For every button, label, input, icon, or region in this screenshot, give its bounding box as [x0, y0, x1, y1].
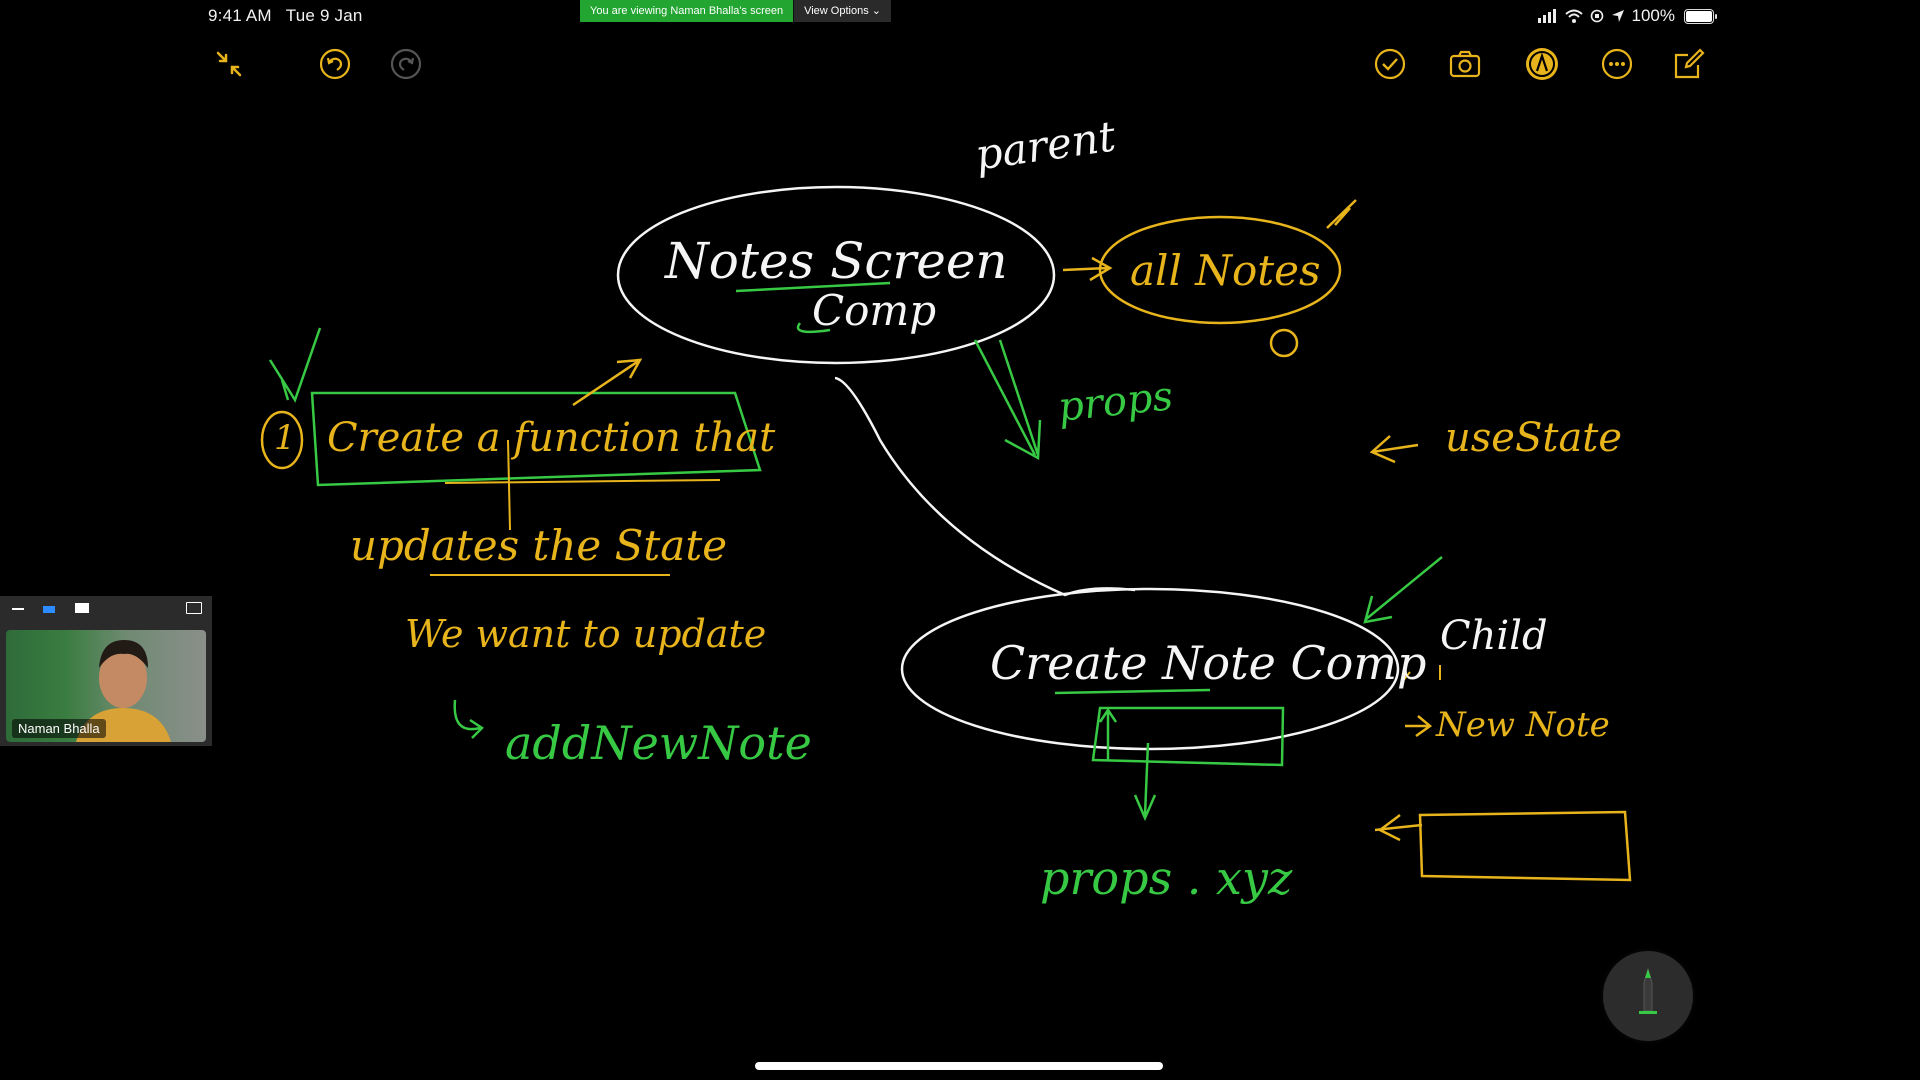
label-notes-screen: Notes Screen	[665, 232, 1008, 290]
notes-screen-ellipse	[616, 185, 1056, 365]
screen-share-banner: You are viewing Naman Bhalla's screen Vi…	[580, 0, 891, 22]
input-box	[1418, 810, 1632, 882]
label-child: Child	[1440, 613, 1548, 659]
location-icon	[1611, 10, 1624, 22]
label-new-note: New Note	[1436, 705, 1610, 745]
done-button[interactable]	[1370, 44, 1410, 84]
function-stem	[507, 439, 511, 531]
markup-button[interactable]	[1522, 44, 1562, 84]
fullscreen-icon[interactable]	[186, 602, 202, 614]
view-options-button[interactable]: View Options ⌄	[793, 0, 891, 22]
markup-pen-icon	[1526, 48, 1558, 80]
collapse-icon	[216, 51, 242, 77]
function-box-arrow	[572, 358, 643, 407]
create-note-ellipse	[900, 587, 1400, 751]
speaker-view-icon[interactable]	[43, 606, 55, 613]
status-bar-right: 100%	[1537, 6, 1717, 26]
label-all-notes: all Notes	[1130, 246, 1321, 295]
checkmark-icon	[1374, 48, 1406, 80]
camera-button[interactable]	[1445, 44, 1485, 84]
label-comp: Comp	[812, 286, 937, 335]
status-bar-left: 9:41 AM Tue 9 Jan	[208, 6, 363, 26]
arrow-to-all-notes	[1062, 256, 1113, 282]
signal-icon	[1537, 9, 1556, 23]
participant-name: Naman Bhalla	[12, 719, 106, 738]
gallery-view-icon[interactable]	[75, 603, 89, 613]
props-down-arrow	[1133, 742, 1157, 822]
collapse-button[interactable]	[209, 44, 249, 84]
tick-mark	[1326, 199, 1357, 229]
status-time: 9:41 AM	[208, 6, 272, 25]
add-hook-arrow	[453, 699, 484, 739]
usestate-arrow	[1369, 435, 1419, 464]
screen-lock-icon	[1590, 9, 1603, 23]
participant-video: Naman Bhalla	[6, 630, 206, 742]
undo-icon	[319, 48, 351, 80]
more-icon	[1601, 48, 1633, 80]
label-updates-state: updates the State	[350, 521, 728, 570]
create-note-underline	[1054, 688, 1211, 695]
camera-icon	[1449, 50, 1481, 78]
function-box	[310, 391, 762, 487]
video-panel[interactable]: Naman Bhalla	[0, 596, 212, 746]
minimize-icon[interactable]	[12, 608, 24, 610]
function-underline	[444, 479, 721, 484]
comp-underline	[735, 281, 891, 293]
new-note-arrow	[1405, 715, 1433, 738]
all-notes-ellipse	[1098, 215, 1342, 325]
battery-percent: 100%	[1631, 6, 1675, 25]
home-indicator[interactable]	[755, 1062, 1163, 1070]
label-props: props	[1055, 373, 1176, 431]
child-tick	[1401, 665, 1441, 683]
state-box	[1091, 706, 1285, 767]
step-check	[268, 327, 322, 403]
chevron-down-icon: ⌄	[871, 5, 881, 17]
participant-silhouette	[76, 640, 171, 742]
redo-icon	[390, 48, 422, 80]
label-create-note-comp: Create Note Comp	[990, 636, 1427, 690]
video-controls	[0, 596, 212, 618]
label-add-new-note: addNewNote	[505, 716, 812, 770]
compose-button[interactable]	[1669, 44, 1709, 84]
status-date: Tue 9 Jan	[285, 6, 363, 25]
label-create-function: Create a function that	[327, 415, 776, 461]
state-up-arrow	[1098, 707, 1118, 760]
step-circle	[260, 410, 304, 470]
child-arrow	[1363, 556, 1443, 624]
label-props-xyz: props . xyz	[1040, 851, 1293, 905]
pencil-tool-button[interactable]	[1603, 951, 1693, 1041]
more-button[interactable]	[1597, 44, 1637, 84]
label-step-number: 1	[274, 418, 296, 458]
undo-button[interactable]	[315, 44, 355, 84]
parent-child-link	[834, 376, 1136, 597]
comp-underline-2	[796, 322, 831, 334]
compose-icon	[1674, 48, 1705, 79]
props-arrow	[973, 339, 1042, 461]
view-options-label: View Options	[804, 5, 869, 17]
small-circle-mark	[1269, 328, 1299, 358]
battery-icon	[1684, 8, 1717, 24]
input-box-arrow	[1374, 814, 1423, 842]
label-use-state: useState	[1445, 415, 1623, 461]
label-we-want: We want to update	[405, 612, 767, 656]
wifi-icon	[1564, 9, 1583, 23]
share-banner-text: You are viewing Naman Bhalla's screen	[580, 0, 794, 22]
pencil-icon	[1639, 967, 1657, 1014]
redo-button[interactable]	[386, 44, 426, 84]
